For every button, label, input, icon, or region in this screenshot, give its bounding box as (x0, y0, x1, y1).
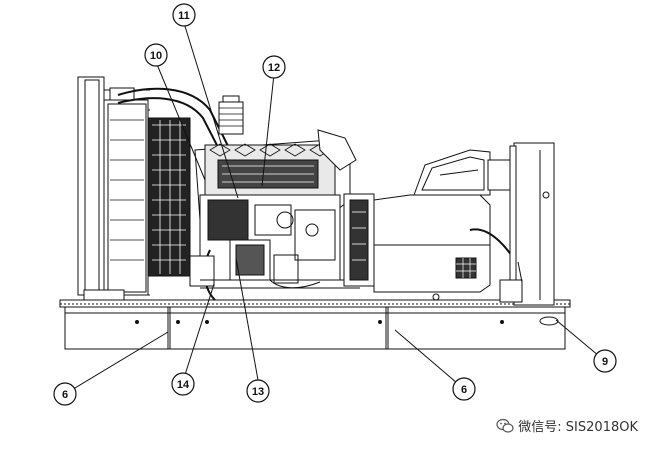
callout-9: 9 (593, 349, 617, 373)
watermark: 微信号: SIS2018OK (496, 416, 638, 435)
callout-label: 11 (178, 10, 190, 22)
callout-label: 9 (602, 356, 608, 368)
callout-label: 12 (268, 62, 280, 74)
callout-14: 14 (171, 372, 195, 396)
leader-lines (64, 22, 606, 395)
watermark-text: 微信号: SIS2018OK (518, 420, 638, 435)
engine-block (189, 129, 360, 301)
alternator (373, 194, 491, 301)
callout-13: 13 (246, 379, 270, 403)
radiator (77, 76, 191, 301)
circuit-breaker-box (499, 142, 555, 306)
callout-label: 6 (461, 384, 467, 396)
callout-label: 14 (177, 379, 190, 391)
callout-label: 6 (62, 389, 68, 401)
intake-pipes (117, 87, 244, 156)
wechat-icon (496, 418, 514, 433)
callout-10: 10 (144, 43, 168, 67)
callout-12: 12 (262, 55, 286, 79)
callout-label: 13 (252, 386, 264, 398)
callout-label: 10 (150, 50, 162, 62)
base-frame (59, 299, 571, 350)
callout-11: 11 (172, 3, 196, 27)
callout-6-right: 6 (452, 377, 476, 401)
flywheel-housing (343, 193, 375, 287)
callout-6-left: 6 (53, 382, 77, 406)
